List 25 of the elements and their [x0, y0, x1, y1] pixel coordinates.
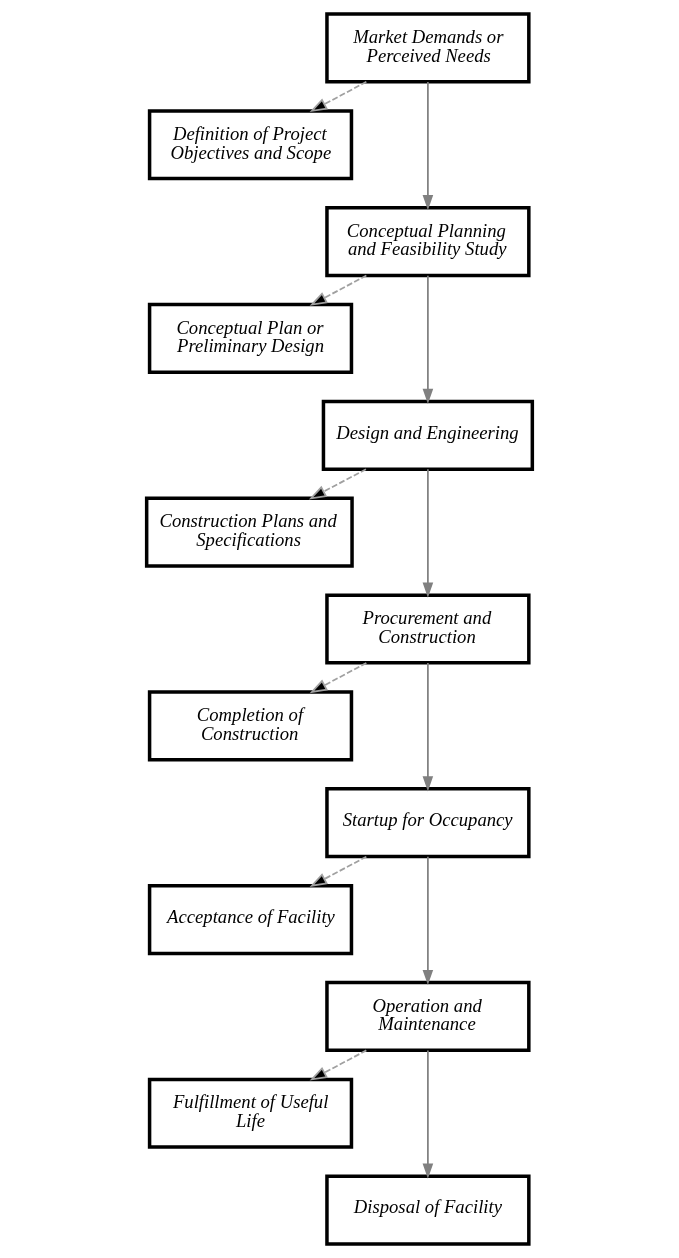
node-box: Market Demands or Perceived Needs: [325, 12, 531, 84]
arrow: [422, 1049, 434, 1179]
node-box: Conceptual Plan or Preliminary Design: [147, 302, 354, 375]
arrow: [309, 80, 368, 113]
node-box: Procurement and Construction: [325, 593, 531, 665]
arrow: [309, 855, 368, 887]
node-box: Construction Plans and Specifications: [144, 496, 354, 568]
node-box: Startup for Occupancy: [325, 787, 531, 859]
arrow: [308, 468, 367, 500]
arrow: [422, 468, 434, 598]
node-box: Completion of Construction: [147, 690, 354, 762]
node-box: Definition of Project Objectives and Scope: [147, 109, 354, 181]
node-box: Disposal of Facility: [325, 1174, 531, 1246]
node-box: Conceptual Planning and Feasibility Study: [325, 206, 531, 278]
arrow: [309, 662, 368, 694]
arrow: [309, 274, 368, 306]
node-box: Fulfillment of Useful Life: [147, 1077, 354, 1149]
arrow: [309, 1049, 368, 1081]
arrow: [422, 855, 434, 986]
arrow: [422, 662, 434, 792]
arrow: [422, 274, 434, 404]
node-box: Acceptance of Facility: [147, 883, 354, 956]
node-box: Operation and Maintenance: [325, 980, 531, 1052]
arrow: [422, 81, 434, 211]
node-box: Design and Engineering: [321, 399, 535, 471]
